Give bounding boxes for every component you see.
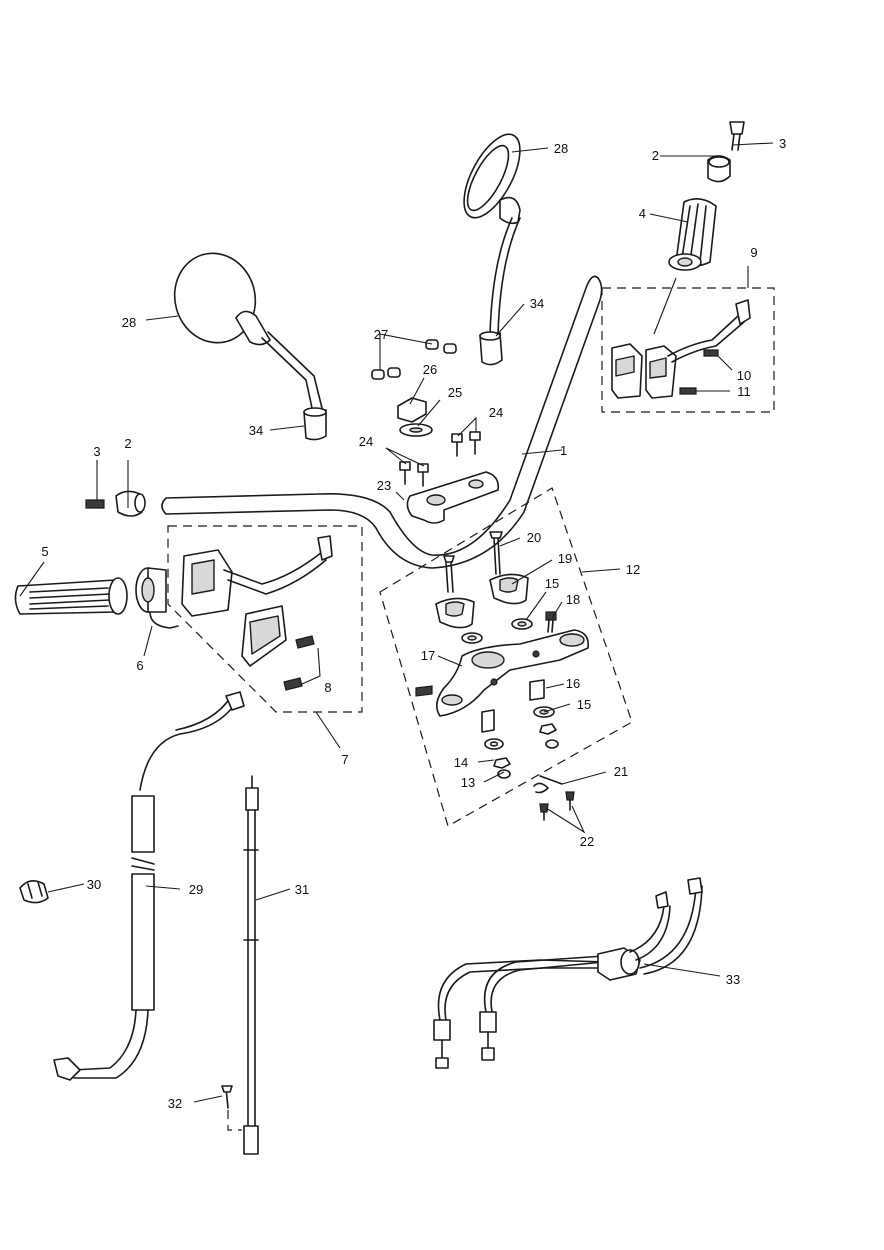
left-switch-cube-box — [167, 525, 363, 713]
label-top-clamp: 23 — [377, 478, 391, 493]
mirror-adaptor-left — [303, 407, 327, 441]
riser-clamp — [435, 573, 529, 629]
label-washer-15-upper: 15 — [545, 576, 559, 591]
leader-lines — [19, 142, 774, 1103]
label-switch-screw-10: 10 — [737, 368, 751, 383]
nut-26 — [397, 397, 427, 423]
clutch-cable — [53, 691, 245, 1081]
label-handlebar: 1 — [560, 443, 567, 458]
label-pinch-bolt-18: 18 — [566, 592, 580, 607]
top-yoke-assembly-box — [379, 487, 633, 827]
grip-left — [14, 577, 128, 615]
throttle-cables — [433, 877, 703, 1069]
bar-end-weight-left — [115, 490, 146, 517]
left-switch-cube — [181, 535, 333, 667]
label-throttle-drum: 6 — [136, 658, 143, 673]
washer-25 — [399, 423, 433, 437]
label-clamp-bolts-left: 24 — [359, 434, 373, 449]
label-grip-left: 5 — [41, 544, 48, 559]
mirror-left — [173, 252, 323, 409]
label-left-switch-cube: 7 — [341, 752, 348, 767]
label-right-switch-cube: 9 — [750, 245, 757, 260]
bush-16 — [481, 679, 545, 733]
switch-screw-10 — [703, 349, 719, 357]
label-nut-26: 26 — [423, 362, 437, 377]
label-screw-32: 32 — [168, 1096, 182, 1111]
throttle-drum — [135, 567, 179, 629]
grip-right — [668, 198, 717, 271]
screw-32 — [221, 1085, 242, 1131]
label-grip-right: 4 — [639, 206, 646, 221]
label-bar-end-screw-right: 3 — [779, 136, 786, 151]
label-clutch-cable: 29 — [189, 882, 203, 897]
cable-clip — [19, 880, 49, 904]
label-clip-screws: 22 — [580, 834, 594, 849]
label-plugs-27: 27 — [374, 327, 388, 342]
label-switch-screw-11: 11 — [737, 384, 751, 399]
label-bar-end-weight-left: 2 — [124, 436, 131, 451]
switch-screw-11 — [679, 387, 697, 395]
label-bush-16: 16 — [566, 676, 580, 691]
label-washer-14: 14 — [454, 755, 468, 770]
part-labels: 1 2 3 2 3 4 5 6 7 8 9 10 11 12 13 14 15 … — [41, 136, 786, 1111]
right-switch-cube-box — [601, 287, 775, 413]
label-bar-end-weight-right: 2 — [652, 148, 659, 163]
nuts-13 — [493, 723, 559, 779]
pinch-bolt-18 — [545, 611, 557, 633]
label-washer-15-lower: 15 — [577, 697, 591, 712]
label-mirror-left: 28 — [122, 315, 136, 330]
mirror-adaptor-right — [479, 331, 503, 366]
label-top-yoke-assembly: 12 — [626, 562, 640, 577]
wire-clip — [533, 775, 563, 794]
label-clamp-bolts-right: 24 — [489, 405, 503, 420]
label-bar-end-screw-left: 3 — [93, 444, 100, 459]
clip-screws — [539, 791, 575, 821]
label-top-yoke: 17 — [421, 648, 435, 663]
label-riser-bolt: 20 — [527, 530, 541, 545]
bar-end-screw-left — [85, 499, 105, 509]
speedo-cable — [243, 775, 259, 1155]
label-throttle-cables: 33 — [726, 972, 740, 987]
switch-screws — [283, 635, 315, 691]
riser-bolt — [443, 531, 503, 593]
label-wire-clip: 21 — [614, 764, 628, 779]
top-yoke — [415, 629, 590, 717]
washers-15 — [461, 618, 533, 644]
label-speedo-cable: 31 — [295, 882, 309, 897]
clamp-bolts-24 — [399, 431, 481, 487]
bar-end-screw-right — [729, 121, 745, 151]
label-switch-screws: 8 — [324, 680, 331, 695]
mirror-right — [463, 133, 521, 336]
top-clamp — [406, 471, 500, 524]
label-washer-25: 25 — [448, 385, 462, 400]
bar-end-weight-right — [707, 155, 731, 183]
label-mirror-adaptor-left: 34 — [249, 423, 263, 438]
plugs-27 — [371, 339, 457, 380]
label-riser-clamp: 19 — [558, 551, 572, 566]
right-switch-cube — [611, 299, 751, 399]
label-nut-13: 13 — [461, 775, 475, 790]
label-mirror-right: 28 — [554, 141, 568, 156]
label-cable-clip: 30 — [87, 877, 101, 892]
label-mirror-adaptor-right: 34 — [530, 296, 544, 311]
